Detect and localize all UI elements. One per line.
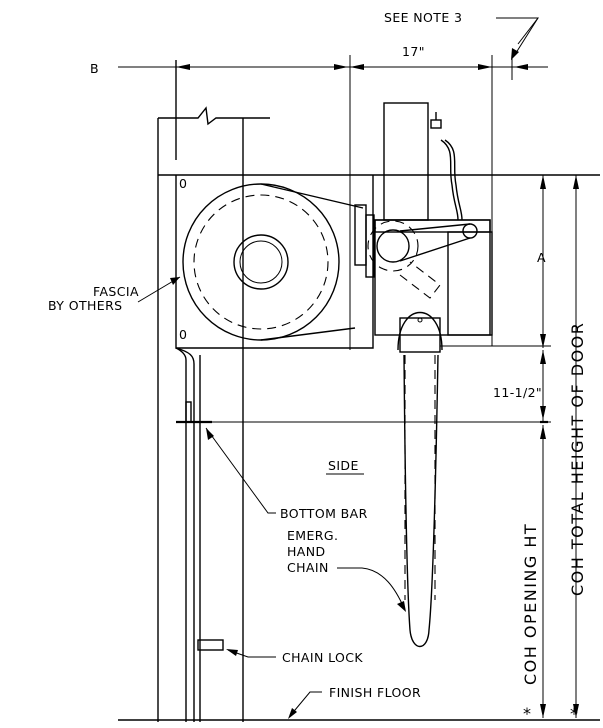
guide-rails bbox=[175, 347, 224, 722]
fascia-label-line2: BY OTHERS bbox=[48, 298, 123, 313]
opening-asterisk: * bbox=[523, 704, 533, 723]
finish-floor-label: FINISH FLOOR bbox=[329, 685, 421, 700]
bottom-bar-callout: BOTTOM BAR bbox=[205, 427, 368, 521]
fascia-callout: FASCIA BY OTHERS bbox=[48, 276, 181, 313]
emerg-label-line1: EMERG. bbox=[287, 528, 338, 543]
dimension-11-5: 11-1/2" bbox=[493, 350, 548, 424]
chain-sprocket bbox=[397, 311, 443, 353]
coh-opening-height-label: COH OPENING HT bbox=[521, 523, 540, 685]
note-3-callout: SEE NOTE 3 bbox=[384, 10, 540, 60]
opening-height-dimension: COH OPENING HT * bbox=[206, 421, 551, 723]
hand-chain-callout: EMERG. HAND CHAIN bbox=[287, 528, 406, 612]
hand-chain-loop bbox=[403, 354, 439, 648]
dimension-b-label: B bbox=[90, 61, 99, 76]
dimension-a: A bbox=[440, 175, 551, 348]
hood-housing: 0 0 bbox=[175, 175, 374, 349]
bracket-mark-bottom: 0 bbox=[179, 327, 187, 342]
finish-floor-callout: FINISH FLOOR bbox=[288, 685, 421, 719]
wall-structure bbox=[118, 60, 600, 722]
coil-assembly bbox=[182, 183, 364, 341]
see-note-3-label: SEE NOTE 3 bbox=[384, 10, 462, 25]
emerg-label-line2: HAND bbox=[287, 544, 326, 559]
coh-total-height-label: COH TOTAL HEIGHT OF DOOR bbox=[568, 322, 587, 596]
side-label-group: SIDE bbox=[326, 458, 364, 475]
bracket-mark-top: 0 bbox=[179, 176, 187, 191]
dimension-11-5-label: 11-1/2" bbox=[493, 385, 542, 400]
emerg-label-line3: CHAIN bbox=[287, 560, 329, 575]
total-height-dimension: COH TOTAL HEIGHT OF DOOR * bbox=[568, 175, 587, 723]
fascia-label-line1: FASCIA bbox=[93, 284, 139, 299]
chain-lock-label: CHAIN LOCK bbox=[282, 650, 363, 665]
side-view-label: SIDE bbox=[328, 458, 359, 473]
chain-lock-callout: CHAIN LOCK bbox=[226, 649, 363, 665]
top-dimensions: B 17" bbox=[90, 44, 548, 350]
bottom-bar-label: BOTTOM BAR bbox=[280, 506, 368, 521]
total-asterisk: * bbox=[570, 704, 580, 723]
dimension-a-label: A bbox=[537, 250, 546, 265]
dimension-17-label: 17" bbox=[402, 44, 425, 59]
operator-motor bbox=[354, 102, 493, 336]
